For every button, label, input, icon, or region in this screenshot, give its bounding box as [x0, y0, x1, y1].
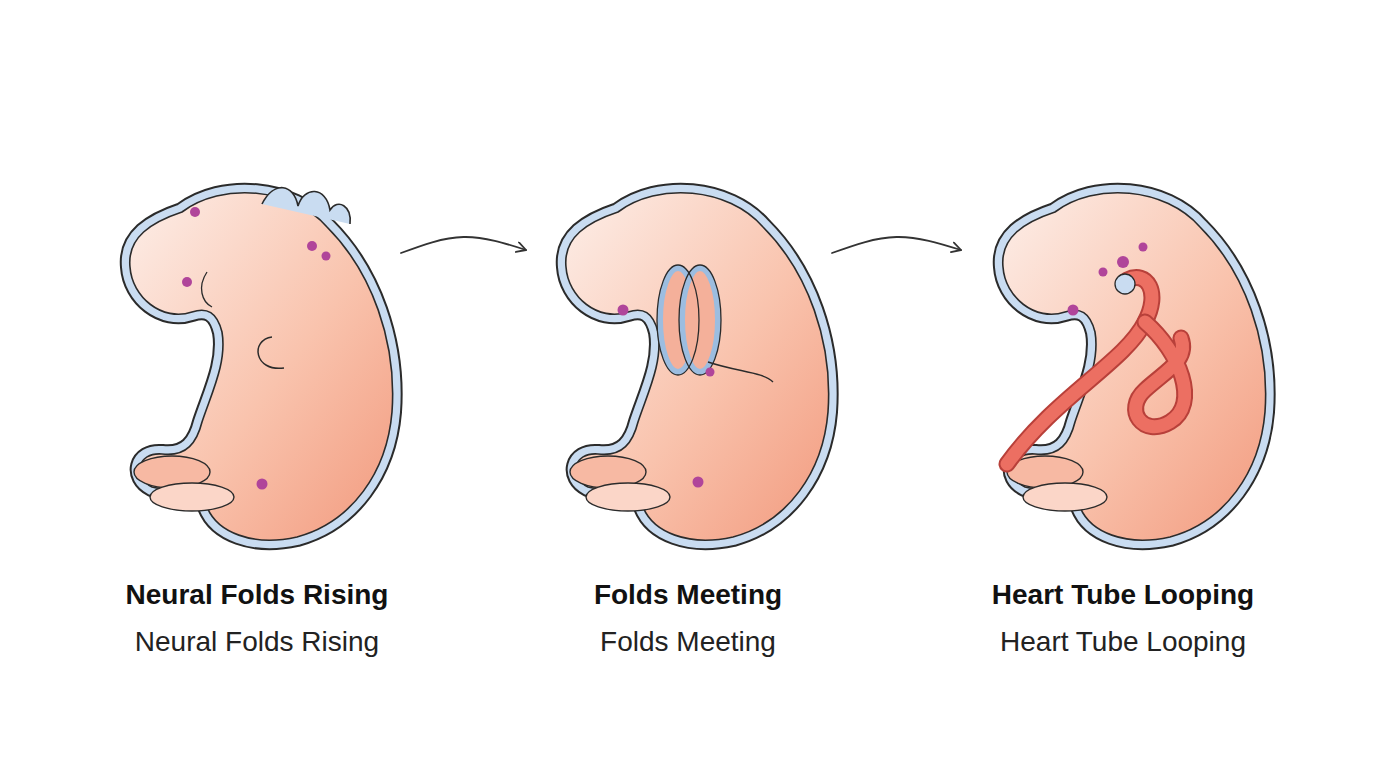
stage-subtitle: Heart Tube Looping — [1000, 625, 1246, 659]
body-curl — [258, 337, 284, 368]
heart-tube — [1007, 278, 1152, 464]
amnion-edge — [566, 193, 829, 540]
marker-dot — [693, 477, 704, 488]
stage-panel: Neural Folds RisingNeural Folds Rising — [107, 160, 407, 659]
embryo-figure — [1003, 193, 1266, 540]
fold-edge — [657, 265, 699, 375]
limb-bud — [150, 483, 234, 511]
marker-dot — [1099, 268, 1108, 277]
fold-edge — [679, 265, 721, 375]
marker-dot — [190, 207, 200, 217]
marker-dot — [1139, 243, 1148, 252]
marker-dot — [618, 305, 629, 316]
embryo-figure — [566, 193, 829, 540]
stage-title: Folds Meeting — [594, 578, 782, 612]
stage-title: Heart Tube Looping — [992, 578, 1254, 612]
heart-tube-edge — [1136, 322, 1185, 427]
marker-dot — [706, 368, 715, 377]
neural-fold — [262, 188, 350, 224]
tube-end — [1115, 274, 1135, 294]
stage-arrow — [401, 237, 526, 253]
stage-title: Neural Folds Rising — [126, 578, 389, 612]
neural-fold — [682, 268, 718, 372]
embryo-figure — [130, 188, 393, 540]
limb-bud — [586, 483, 670, 511]
embryo-body — [566, 193, 829, 540]
embryo-body — [130, 193, 393, 540]
amnion-layer — [130, 193, 393, 540]
amnion-layer — [1003, 193, 1266, 540]
head-line — [202, 272, 212, 307]
marker-dot — [257, 479, 268, 490]
marker-dot — [1068, 305, 1079, 316]
embryo-body — [1003, 193, 1266, 540]
amnion-edge — [130, 193, 393, 540]
stage-subtitle: Folds Meeting — [600, 625, 776, 659]
body-line — [708, 362, 773, 382]
marker-dot — [322, 252, 331, 261]
marker-dot — [307, 241, 317, 251]
stage-arrow — [832, 237, 961, 253]
stage-subtitle: Neural Folds Rising — [135, 625, 379, 659]
heart-tube — [1136, 322, 1185, 427]
limb-bud — [1023, 483, 1107, 511]
stage-panel: Folds MeetingFolds Meeting — [538, 160, 838, 659]
heart-tube-edge — [1007, 278, 1152, 464]
stage-panel: Heart Tube LoopingHeart Tube Looping — [973, 160, 1273, 659]
amnion-edge — [1003, 193, 1266, 540]
amnion-layer — [566, 193, 829, 540]
marker-dot — [1117, 256, 1129, 268]
marker-dot — [182, 277, 192, 287]
